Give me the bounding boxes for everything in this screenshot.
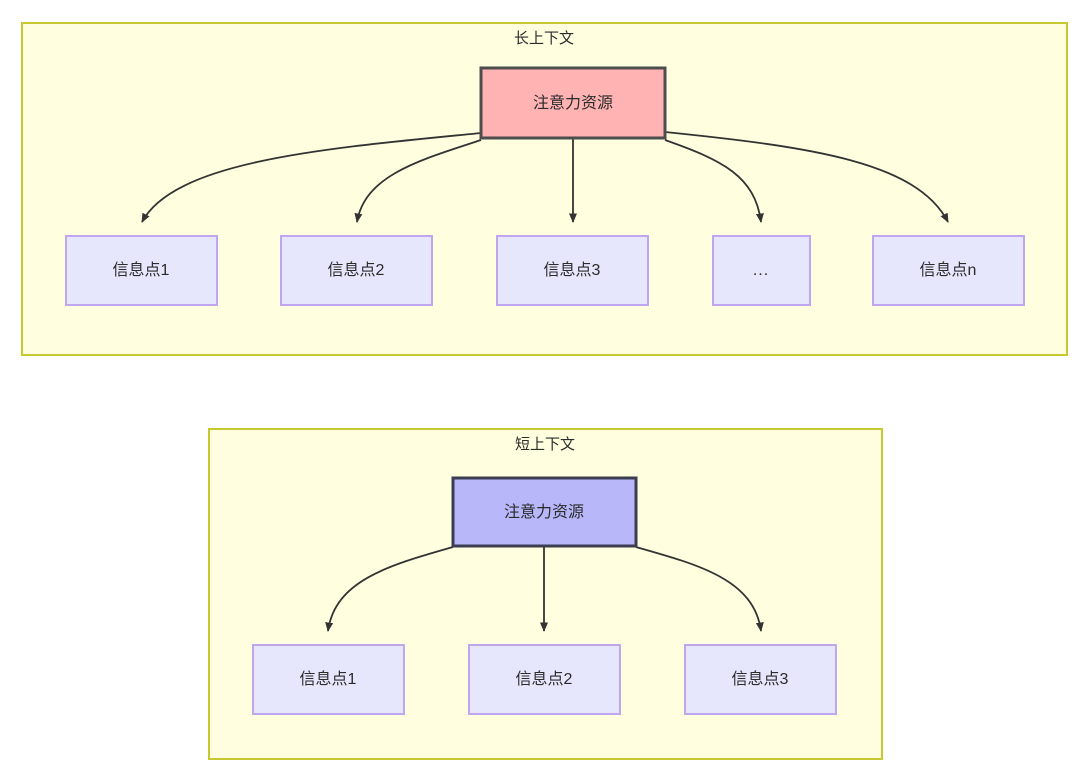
edge-root-to-info2 [354,139,482,223]
node-info-point-3-long[interactable]: 信息点3 [496,235,649,306]
node-info-point-ellipsis-long-label: ... [753,262,769,279]
node-info-point-1-long-rect[interactable] [65,235,218,306]
node-info-point-1-short-label: 信息点1 [300,670,357,688]
node-info-point-3-long-label: 信息点3 [544,261,601,279]
node-info-point-n-long[interactable]: 信息点n [872,235,1025,306]
node-attention-resource-long-rect[interactable] [479,66,667,140]
node-attention-resource-short[interactable]: 注意力资源 [451,476,638,548]
edge-root-to-info3-short [635,546,764,632]
node-info-point-n-long-label: 信息点n [920,261,977,279]
node-info-point-2-long-label: 信息点2 [328,261,385,279]
node-info-point-3-short[interactable]: 信息点3 [684,644,837,715]
node-info-point-2-short-label: 信息点2 [516,670,573,688]
node-info-point-2-short[interactable]: 信息点2 [468,644,621,715]
diagram-short-context: 短上下文 注意力资源 信息点1 信息点2 [208,428,883,760]
frame-title-long-context: 长上下文 [514,30,574,47]
edge-root-to-infon [664,131,949,223]
edge-root-to-info1 [141,132,482,223]
node-info-point-2-short-rect[interactable] [468,644,621,715]
node-info-point-1-long[interactable]: 信息点1 [65,235,218,306]
node-info-point-1-short[interactable]: 信息点1 [252,644,405,715]
edges-long-context [141,131,949,223]
node-attention-resource-long[interactable]: 注意力资源 [479,66,667,140]
node-info-point-1-short-rect[interactable] [252,644,405,715]
node-info-point-1-long-label: 信息点1 [113,261,170,279]
frame-title-short-context: 短上下文 [515,436,575,453]
diagram-long-context: 长上下文 注意力资源 信息点1 信息点2 [21,22,1068,356]
node-info-point-3-long-rect[interactable] [496,235,649,306]
node-info-point-3-short-label: 信息点3 [732,670,789,688]
node-info-point-ellipsis-long[interactable]: ... [712,235,811,306]
node-info-point-2-long[interactable]: 信息点2 [280,235,433,306]
node-attention-resource-short-label: 注意力资源 [504,502,584,521]
node-info-point-2-long-rect[interactable] [280,235,433,306]
edge-root-to-ellipsis [664,139,764,223]
node-info-point-3-short-rect[interactable] [684,644,837,715]
edge-root-to-info1-short [325,546,454,632]
edges-short-context [325,546,764,632]
node-attention-resource-long-label: 注意力资源 [533,93,613,112]
node-info-point-ellipsis-long-rect[interactable] [712,235,811,306]
node-info-point-n-long-rect[interactable] [872,235,1025,306]
node-attention-resource-short-rect[interactable] [451,476,638,548]
